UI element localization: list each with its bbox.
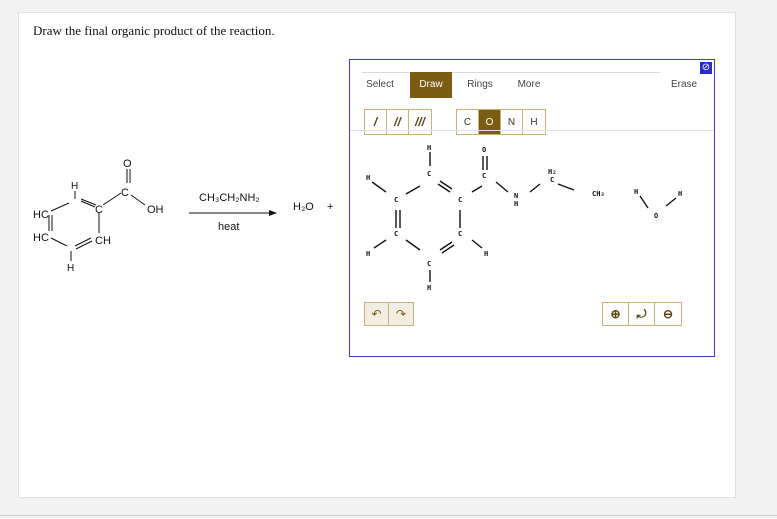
atom-n-h: H: [514, 200, 518, 208]
toolbar-separator: [350, 130, 714, 131]
tab-more[interactable]: More: [512, 72, 546, 98]
toolbar-top-line: [362, 72, 660, 73]
tab-rings[interactable]: Rings: [462, 72, 498, 98]
page-bottom-border: [0, 515, 777, 516]
atom-water-o: O: [654, 212, 658, 220]
question-prompt: Draw the final organic product of the re…: [33, 23, 275, 38]
atom-c-lower-right: C: [458, 230, 462, 238]
atom-c-ring-right: C: [458, 196, 462, 204]
tab-select[interactable]: Select: [360, 72, 400, 98]
reset-view-icon[interactable]: ⤾: [629, 303, 655, 325]
tab-erase[interactable]: Erase: [666, 72, 702, 98]
atom-water-h2: H: [678, 190, 682, 198]
atom-oh: OH: [147, 204, 164, 216]
structure-editor[interactable]: ⊘ Select Draw Rings More Erase / // /// …: [349, 59, 715, 357]
atom-h-top: H: [427, 144, 431, 152]
atom-ch2-h: H₂: [548, 168, 556, 176]
atom-c-bottom: C: [427, 260, 431, 268]
tab-draw[interactable]: Draw: [410, 72, 452, 98]
atom-c-carbonyl: C: [121, 187, 129, 199]
zoom-tool-group: ⊕ ⤾ ⊖: [602, 302, 682, 326]
reaction-scheme: HC HC C C CH H H O OH CH₃CH₂NH₂ heat H₂O…: [33, 158, 333, 274]
atom-h-left: H: [366, 174, 370, 182]
drawing-canvas[interactable]: H O C C H C C N H H₂ C CH₃ C C H H C H H…: [350, 140, 712, 300]
question-card: Draw the final organic product of the re…: [18, 12, 736, 498]
triple-bond-tool[interactable]: ///: [409, 110, 431, 134]
redo-icon[interactable]: ↷: [389, 303, 413, 325]
double-bond-tool[interactable]: //: [387, 110, 409, 134]
reactant-structure: [48, 169, 269, 261]
atom-o-top: O: [482, 146, 486, 154]
atom-h-lower-right: H: [484, 250, 488, 258]
atom-c-left: C: [394, 196, 398, 204]
reaction-arrowhead: [269, 210, 277, 216]
oxygen-atom-tool[interactable]: O: [479, 110, 501, 134]
condition-label: heat: [218, 221, 239, 233]
undo-icon[interactable]: ↶: [365, 303, 389, 325]
carbon-atom-tool[interactable]: C: [457, 110, 479, 134]
atom-ch3: CH₃: [592, 190, 605, 198]
nitrogen-atom-tool[interactable]: N: [501, 110, 523, 134]
atom-c-top: C: [427, 170, 431, 178]
bond-tool-group: / // ///: [364, 109, 432, 135]
atom-h-lower-left: H: [366, 250, 370, 258]
atom-tool-group: C O N H: [456, 109, 546, 135]
product-bonds: [371, 152, 677, 282]
atom-h-top: H: [71, 181, 78, 192]
editor-corner-icon[interactable]: ⊘: [700, 62, 712, 74]
reagent-label: CH₃CH₂NH₂: [199, 192, 260, 204]
atom-hc-lower: HC: [33, 232, 49, 244]
atom-ch-lower: CH: [95, 235, 111, 247]
zoom-out-icon[interactable]: ⊖: [655, 303, 681, 325]
atom-h-bottom: H: [67, 263, 74, 274]
atom-hc-left: HC: [33, 209, 49, 221]
atom-c-ring: C: [95, 204, 103, 216]
single-bond-tool[interactable]: /: [365, 110, 387, 134]
atom-c-carbonyl: C: [482, 172, 486, 180]
editor-menu-bar: Select Draw Rings More Erase: [350, 72, 714, 100]
hydrogen-atom-tool[interactable]: H: [523, 110, 545, 134]
atom-h-bottom: H: [427, 284, 431, 292]
product-atom-labels: H O C C H C C N H H₂ C CH₃ C C H H C H H…: [366, 144, 682, 292]
atom-water-h1: H: [634, 188, 638, 196]
atom-o-carbonyl: O: [123, 158, 132, 170]
atom-ch2-c: C: [550, 176, 554, 184]
plus-sign: +: [327, 201, 333, 213]
byproduct-label: H₂O: [293, 201, 314, 213]
history-tool-group: ↶ ↷: [364, 302, 414, 326]
atom-n: N: [514, 192, 518, 200]
zoom-in-icon[interactable]: ⊕: [603, 303, 629, 325]
atom-c-lower-left: C: [394, 230, 398, 238]
